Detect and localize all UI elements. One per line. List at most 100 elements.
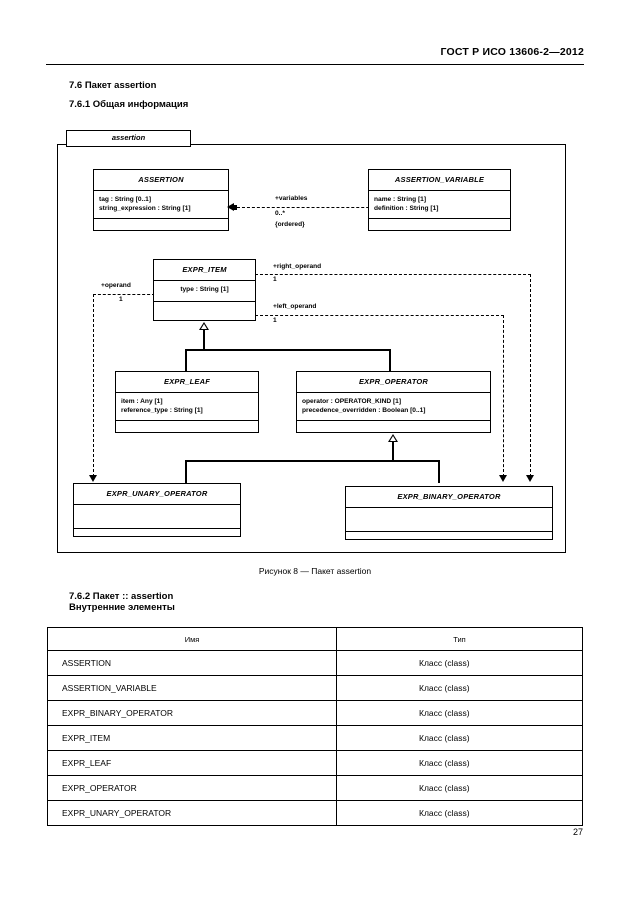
cell-element-type: Класс (class) xyxy=(336,775,583,801)
class-box-expr-operator[interactable]: EXPR_OPERATOR operator : OPERATOR_KIND [… xyxy=(296,371,491,433)
generalization-branch-expr-operator xyxy=(389,349,391,371)
assoc-left-operand-role-label: +left_operand xyxy=(273,303,317,310)
class-name-assertion-variable: ASSERTION_VARIABLE xyxy=(369,170,510,191)
attribute-row: reference_type : String [1] xyxy=(121,407,203,415)
assoc-left-operand-line-v xyxy=(503,315,504,477)
class-attributes-expr-operator: operator : OPERATOR_KIND [1] precedence_… xyxy=(297,393,490,421)
assoc-operand-role-label: +operand xyxy=(101,282,131,289)
cell-element-name: EXPR_BINARY_OPERATOR xyxy=(47,700,337,726)
table-body: ASSERTION Класс (class) ASSERTION_VARIAB… xyxy=(47,650,583,826)
assoc-right-operand-multiplicity-label: 1 xyxy=(273,276,277,283)
package-tab: assertion xyxy=(66,130,191,147)
attribute-row: definition : String [1] xyxy=(374,205,439,213)
class-operations-expr-unary-operator xyxy=(74,529,240,540)
class-attributes-expr-unary-operator xyxy=(74,505,240,529)
attribute-row: item : Any [1] xyxy=(121,397,163,405)
generalization-stem-expr-operator xyxy=(392,441,394,460)
attribute-row: tag : String [0..1] xyxy=(99,195,152,203)
standard-header-title: ГОСТ Р ИСО 13606-2—2012 xyxy=(440,46,584,58)
table-row: EXPR_ITEM Класс (class) xyxy=(47,725,583,751)
class-attributes-assertion-variable: name : String [1] definition : String [1… xyxy=(369,191,510,219)
cell-element-name: EXPR_UNARY_OPERATOR xyxy=(47,800,337,826)
header-divider xyxy=(46,64,584,65)
table-header-row: Имя Тип xyxy=(47,627,583,651)
class-box-assertion[interactable]: ASSERTION tag : String [0..1] string_exp… xyxy=(93,169,229,231)
assoc-left-operand-arrowhead xyxy=(499,475,507,482)
generalization-bus-expr-item xyxy=(185,349,390,351)
class-attributes-expr-binary-operator xyxy=(346,508,552,532)
cell-element-name: EXPR_OPERATOR xyxy=(47,775,337,801)
cell-element-type: Класс (class) xyxy=(336,800,583,826)
table-row: ASSERTION_VARIABLE Класс (class) xyxy=(47,675,583,701)
table-row: EXPR_LEAF Класс (class) xyxy=(47,750,583,776)
assoc-operand-arrowhead xyxy=(89,475,97,482)
class-name-expr-operator: EXPR_OPERATOR xyxy=(297,372,490,393)
generalization-branch-expr-binary-operator xyxy=(438,460,440,483)
class-attributes-expr-item: type : String [1] xyxy=(154,281,255,302)
class-name-expr-binary-operator: EXPR_BINARY_OPERATOR xyxy=(346,487,552,508)
class-box-expr-item[interactable]: EXPR_ITEM type : String [1] xyxy=(153,259,256,321)
cell-element-name: ASSERTION_VARIABLE xyxy=(47,675,337,701)
assoc-operand-multiplicity-label: 1 xyxy=(119,296,123,303)
class-operations-expr-operator xyxy=(297,421,490,432)
attribute-row: name : String [1] xyxy=(374,195,427,203)
internal-elements-table: Имя Тип ASSERTION Класс (class) ASSERTIO… xyxy=(47,627,583,826)
table-row: EXPR_OPERATOR Класс (class) xyxy=(47,775,583,801)
class-attributes-expr-leaf: item : Any [1] reference_type : String [… xyxy=(116,393,258,421)
class-name-expr-leaf: EXPR_LEAF xyxy=(116,372,258,393)
section-heading-7-6-1: 7.6.1 Общая информация xyxy=(69,99,189,110)
class-name-expr-item: EXPR_ITEM xyxy=(154,260,255,281)
section-heading-7-6-2: 7.6.2 Пакет :: assertion xyxy=(69,591,174,602)
attribute-row: precedence_overridden : Boolean [0..1] xyxy=(302,407,426,415)
class-box-expr-leaf[interactable]: EXPR_LEAF item : Any [1] reference_type … xyxy=(115,371,259,433)
attribute-row: string_expression : String [1] xyxy=(99,205,191,213)
cell-element-type: Класс (class) xyxy=(336,650,583,676)
column-header-name: Имя xyxy=(47,627,337,651)
generalization-triangle-expr-item xyxy=(199,322,209,330)
cell-element-type: Класс (class) xyxy=(336,700,583,726)
class-attributes-assertion: tag : String [0..1] string_expression : … xyxy=(94,191,228,219)
cell-element-type: Класс (class) xyxy=(336,675,583,701)
assoc-right-operand-arrowhead xyxy=(526,475,534,482)
section-heading-7-6: 7.6 Пакет assertion xyxy=(69,80,157,91)
assoc-variables-role-label: +variables xyxy=(275,195,308,202)
cell-element-name: EXPR_LEAF xyxy=(47,750,337,776)
figure-caption: Рисунок 8 — Пакет assertion xyxy=(258,566,372,576)
assoc-variables-arrowhead xyxy=(227,203,234,211)
section-subheading-internal-elements: Внутренние элементы xyxy=(69,602,175,613)
class-box-expr-unary-operator[interactable]: EXPR_UNARY_OPERATOR xyxy=(73,483,241,537)
assoc-left-operand-multiplicity-label: 1 xyxy=(273,317,277,324)
class-box-assertion-variable[interactable]: ASSERTION_VARIABLE name : String [1] def… xyxy=(368,169,511,231)
package-name-label: assertion xyxy=(111,133,146,142)
assoc-right-operand-role-label: +right_operand xyxy=(273,263,322,270)
table-row: ASSERTION Класс (class) xyxy=(47,650,583,676)
class-name-assertion: ASSERTION xyxy=(94,170,228,191)
generalization-stem-expr-item xyxy=(203,329,205,349)
class-operations-expr-leaf xyxy=(116,421,258,432)
column-header-type: Тип xyxy=(336,627,583,651)
attribute-row: operator : OPERATOR_KIND [1] xyxy=(302,397,402,405)
cell-element-name: EXPR_ITEM xyxy=(47,725,337,751)
generalization-branch-expr-leaf xyxy=(185,349,187,371)
table-row: EXPR_BINARY_OPERATOR Класс (class) xyxy=(47,700,583,726)
table-row: EXPR_UNARY_OPERATOR Класс (class) xyxy=(47,800,583,826)
class-operations-expr-item xyxy=(154,302,255,313)
cell-element-type: Класс (class) xyxy=(336,725,583,751)
assoc-left-operand-line-h xyxy=(255,315,504,316)
assoc-variables-multiplicity-label: 0..* xyxy=(275,210,285,217)
class-operations-assertion-variable xyxy=(369,219,510,230)
generalization-branch-expr-unary-operator xyxy=(185,460,187,483)
assoc-variables-line xyxy=(237,207,399,208)
class-name-expr-unary-operator: EXPR_UNARY_OPERATOR xyxy=(74,484,240,505)
attribute-row: type : String [1] xyxy=(180,285,229,293)
page-number: 27 xyxy=(572,827,583,837)
class-operations-expr-binary-operator xyxy=(346,532,552,543)
assoc-right-operand-line-h xyxy=(255,274,531,275)
cell-element-type: Класс (class) xyxy=(336,750,583,776)
class-box-expr-binary-operator[interactable]: EXPR_BINARY_OPERATOR xyxy=(345,486,553,540)
assoc-operand-line-h xyxy=(93,294,155,295)
generalization-triangle-expr-operator xyxy=(388,434,398,442)
uml-class-diagram: assertion +variables 0..* {ordered} ASSE… xyxy=(57,130,568,555)
cell-element-name: ASSERTION xyxy=(47,650,337,676)
assoc-variables-constraint-label: {ordered} xyxy=(275,221,305,228)
